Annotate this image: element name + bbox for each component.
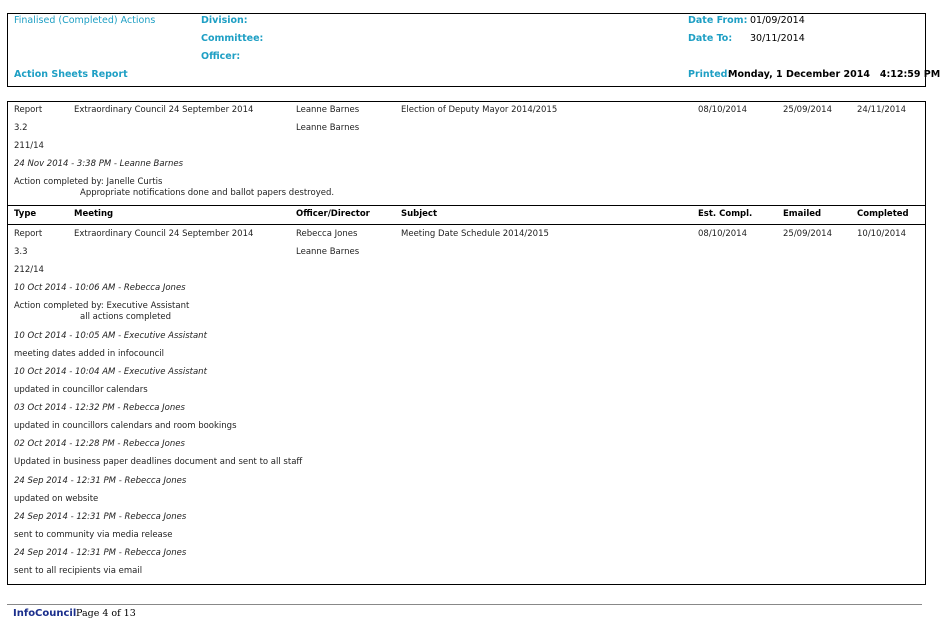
action-emailed: 25/09/2014 xyxy=(783,105,832,115)
column-header-officer: Officer/Director xyxy=(296,209,370,219)
action-log-stamp: 24 Nov 2014 - 3:38 PM - Leanne Barnes xyxy=(14,159,184,169)
action-est-compl: 08/10/2014 xyxy=(698,229,747,239)
officer-label: Officer: xyxy=(201,51,241,62)
action-meeting: Extraordinary Council 24 September 2014 xyxy=(74,105,254,115)
action-type: Report xyxy=(14,229,43,239)
action-subject: Election of Deputy Mayor 2014/2015 xyxy=(401,105,558,115)
action-log-entry: 24 Sep 2014 - 12:31 PM - Rebecca Jones xyxy=(14,512,187,522)
printed-value: Monday, 1 December 2014 4:12:59 PM xyxy=(728,69,940,80)
action-completed: 24/11/2014 xyxy=(857,105,906,115)
action-log-entry: 24 Sep 2014 - 12:31 PM - Rebecca Jones xyxy=(14,548,187,558)
action-log-entry: updated in councillors calendars and roo… xyxy=(14,421,237,431)
action-item-number: 3.2 xyxy=(14,123,28,133)
action-log-entry: 10 Oct 2014 - 10:05 AM - Executive Assis… xyxy=(14,331,207,341)
report-header: Finalised (Completed) Actions Division: … xyxy=(7,13,940,87)
action-completed-by: Action completed by: Janelle Curtis xyxy=(14,177,163,187)
date-from-value: 01/09/2014 xyxy=(750,15,805,26)
action-log-entry: 24 Sep 2014 - 12:31 PM - Rebecca Jones xyxy=(14,476,187,486)
column-header-type: Type xyxy=(14,209,37,219)
printed-label: Printed: xyxy=(688,69,732,80)
action-log-entry: Updated in business paper deadlines docu… xyxy=(14,457,303,467)
header-row-top-border xyxy=(8,205,925,206)
committee-label: Committee: xyxy=(201,33,264,44)
action-resolution-number: 211/14 xyxy=(14,141,44,151)
action-officer: Leanne Barnes xyxy=(296,105,360,115)
action-log-entry: updated in councillor calendars xyxy=(14,385,148,395)
action-officer: Rebecca Jones xyxy=(296,229,358,239)
actions-table: Report Extraordinary Council 24 Septembe… xyxy=(7,101,926,585)
action-est-compl: 08/10/2014 xyxy=(698,105,747,115)
column-header-subject: Subject xyxy=(401,209,438,219)
action-resolution-number: 212/14 xyxy=(14,265,44,275)
column-header-est-compl: Est. Compl. xyxy=(698,209,753,219)
action-type: Report xyxy=(14,105,43,115)
action-log-entry: 10 Oct 2014 - 10:04 AM - Executive Assis… xyxy=(14,367,207,377)
action-log-entry: updated on website xyxy=(14,494,99,504)
report-title: Finalised (Completed) Actions xyxy=(14,15,156,26)
header-row-bottom-border xyxy=(8,224,925,225)
action-completed-note: Appropriate notifications done and ballo… xyxy=(80,188,335,198)
action-item-number: 3.3 xyxy=(14,247,28,257)
action-completed: 10/10/2014 xyxy=(857,229,906,239)
action-log-entry: 03 Oct 2014 - 12:32 PM - Rebecca Jones xyxy=(14,403,185,413)
action-meeting: Extraordinary Council 24 September 2014 xyxy=(74,229,254,239)
action-emailed: 25/09/2014 xyxy=(783,229,832,239)
date-to-label: Date To: xyxy=(688,33,733,44)
footer-brand: InfoCouncil xyxy=(13,608,77,619)
action-officer-secondary: Leanne Barnes xyxy=(296,247,360,257)
report-name: Action Sheets Report xyxy=(14,69,128,80)
date-to-value: 30/11/2014 xyxy=(750,33,805,44)
action-log-entry: all actions completed xyxy=(80,312,172,322)
page-number: Page 4 of 13 xyxy=(76,608,136,619)
action-log-entry: Action completed by: Executive Assistant xyxy=(14,301,190,311)
date-from-label: Date From: xyxy=(688,15,748,26)
action-log-entry: sent to all recipients via email xyxy=(14,566,143,576)
action-log-entry: meeting dates added in infocouncil xyxy=(14,349,164,359)
division-label: Division: xyxy=(201,15,248,26)
column-header-emailed: Emailed xyxy=(783,209,822,219)
action-officer-secondary: Leanne Barnes xyxy=(296,123,360,133)
column-header-meeting: Meeting xyxy=(74,209,114,219)
column-header-completed: Completed xyxy=(857,209,909,219)
action-log-entry: sent to community via media release xyxy=(14,530,173,540)
action-log-entry: 10 Oct 2014 - 10:06 AM - Rebecca Jones xyxy=(14,283,186,293)
action-log-entry: 02 Oct 2014 - 12:28 PM - Rebecca Jones xyxy=(14,439,185,449)
action-subject: Meeting Date Schedule 2014/2015 xyxy=(401,229,549,239)
footer-rule xyxy=(7,604,922,605)
